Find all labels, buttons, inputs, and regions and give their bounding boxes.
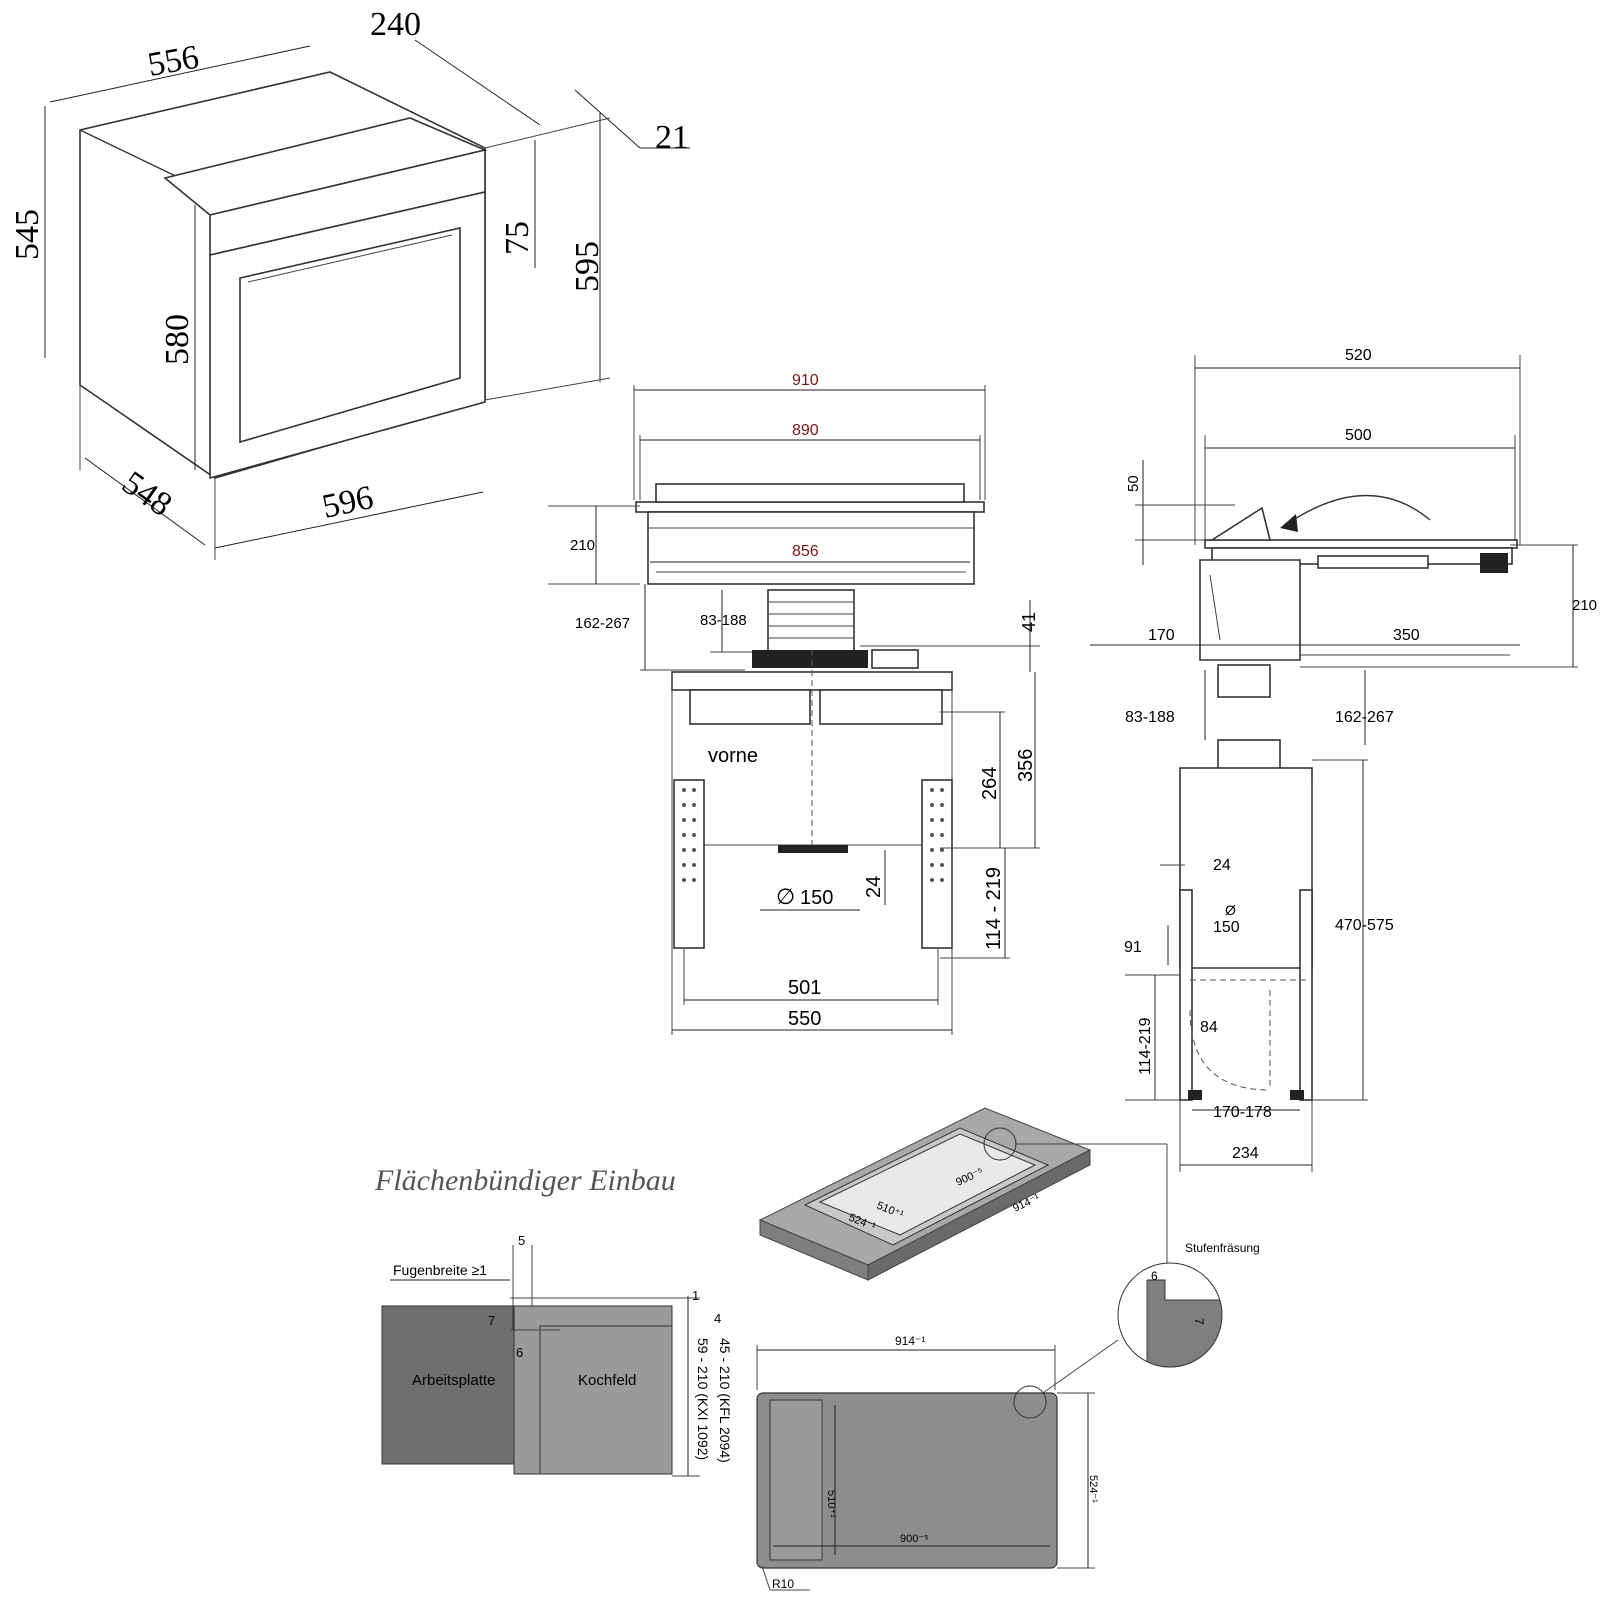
hob-dim-210: 210 [570, 537, 595, 554]
hob-dim-910: 910 [792, 372, 819, 389]
side-dim-150: 150 [1213, 919, 1240, 936]
flush-title: Flächenbündiger Einbau [374, 1164, 676, 1197]
side-dim-84: 84 [1200, 1019, 1218, 1036]
side-dim-210: 210 [1572, 597, 1597, 614]
stufenfraesung-label: Stufenfräsung [1185, 1241, 1260, 1255]
top-dim-900: 900⁻⁵ [900, 1533, 929, 1545]
hob-dim-24: 24 [863, 876, 885, 898]
hob-label-vorne: vorne [708, 745, 758, 767]
leg-holes-right [930, 788, 944, 882]
side-dim-520: 520 [1345, 347, 1372, 364]
side-dim-83-188: 83-188 [1125, 709, 1175, 726]
oven-dim-240: 240 [370, 6, 421, 43]
step-dim-7: 7 [1192, 1318, 1206, 1325]
oven-dim-595: 595 [569, 241, 606, 292]
range-kfl: 45 - 210 (KFL 2094) [717, 1338, 733, 1463]
flush-dim-6: 6 [516, 1345, 523, 1360]
hob-dim-162-267: 162-267 [575, 615, 630, 632]
top-dim-510: 510⁺¹ [825, 1490, 837, 1518]
range-kxi: 59 - 210 (KXI 1092) [695, 1338, 711, 1460]
label-kochfeld: Kochfeld [578, 1372, 636, 1389]
oven-dim-580: 580 [159, 314, 196, 365]
side-dim-470-575: 470-575 [1335, 917, 1394, 934]
side-dim-350: 350 [1393, 627, 1420, 644]
side-dim-91: 91 [1124, 939, 1142, 956]
top-dim-914: 914⁻¹ [895, 1334, 925, 1348]
oven-dim-75: 75 [499, 221, 536, 255]
side-dim-234: 234 [1232, 1145, 1259, 1162]
hob-dim-150: 150 [800, 887, 833, 909]
hob-dim-264: 264 [979, 767, 1001, 800]
side-dim-170-178: 170-178 [1213, 1104, 1272, 1121]
flush-installation: Flächenbündiger Einbau Fugenbreite ≥1 5 … [374, 1107, 1260, 1591]
hob-side-view: 520 500 50 210 170 350 83-188 162-267 [1090, 347, 1597, 1172]
top-radius-r10: R10 [772, 1577, 794, 1591]
side-dim-162-267: 162-267 [1335, 709, 1394, 726]
hob-front-view: 910 890 856 210 162-267 83-188 41 [548, 372, 1040, 1035]
side-dia-symbol: Ø [1225, 902, 1236, 918]
oven-dim-545: 545 [9, 209, 46, 260]
hob-dim-890: 890 [792, 422, 819, 439]
side-dim-24: 24 [1213, 857, 1231, 874]
oven-drawing: 556 240 21 545 580 75 595 548 596 [9, 6, 690, 560]
hob-dim-856: 856 [792, 543, 819, 560]
oven-dim-548: 548 [115, 464, 178, 524]
flush-dim-5: 5 [518, 1233, 525, 1248]
top-dim-524: 524⁻¹ [1087, 1475, 1099, 1503]
side-dim-500: 500 [1345, 427, 1372, 444]
side-dim-170: 170 [1148, 627, 1175, 644]
label-arbeitsplatte: Arbeitsplatte [412, 1372, 495, 1389]
side-dim-50: 50 [1125, 475, 1142, 492]
hob-dim-501: 501 [788, 977, 821, 999]
oven-dim-21: 21 [655, 119, 689, 156]
oven-dim-596: 596 [319, 479, 377, 526]
step-dim-6: 6 [1151, 1269, 1158, 1283]
flush-dim-1: 1 [692, 1288, 699, 1303]
hob-dia-symbol: ∅ [776, 884, 795, 909]
side-dim-114-219: 114-219 [1137, 1017, 1154, 1075]
flush-dim-7: 7 [488, 1313, 495, 1328]
hob-dim-356: 356 [1015, 749, 1037, 782]
leg-holes-left [682, 788, 696, 882]
hob-dim-550: 550 [788, 1008, 821, 1030]
hob-dim-114-219: 114 - 219 [983, 867, 1005, 950]
fugenbreite-label: Fugenbreite ≥1 [393, 1262, 487, 1278]
flush-dim-4: 4 [714, 1311, 721, 1326]
oven-dim-556: 556 [145, 39, 202, 84]
hob-dim-83-188: 83-188 [700, 612, 747, 629]
hob-dim-41: 41 [1019, 612, 1039, 632]
